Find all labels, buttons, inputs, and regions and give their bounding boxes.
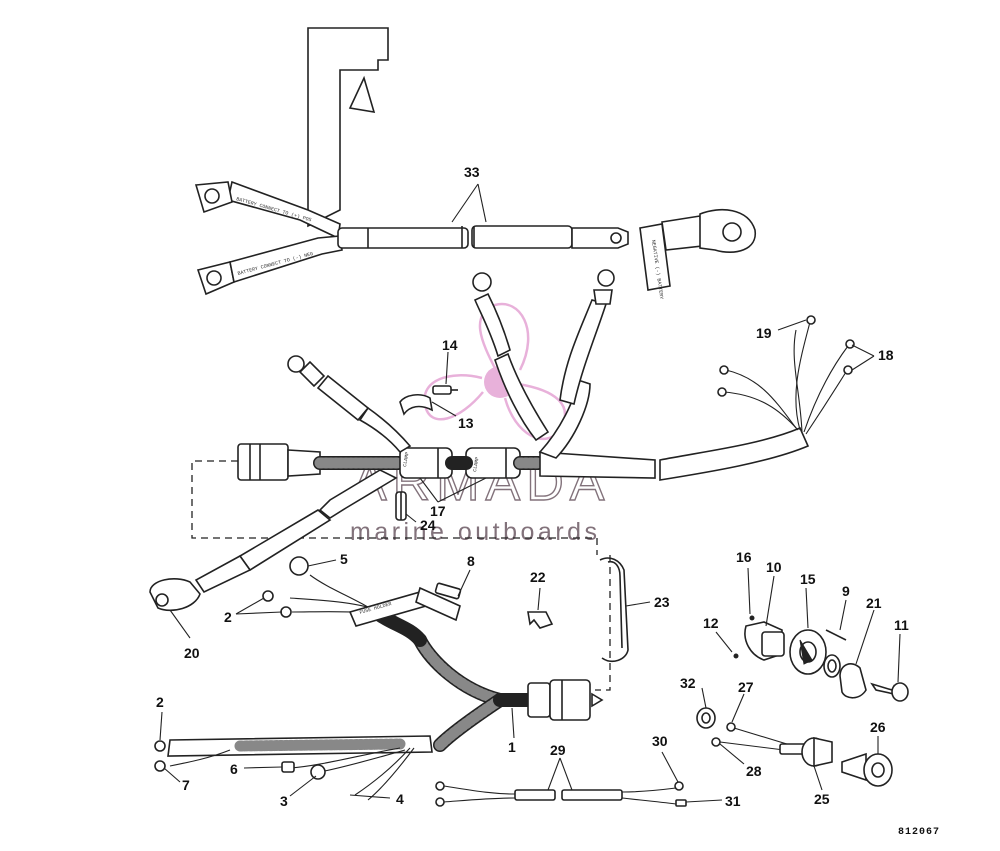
ring-terminal [196, 261, 235, 296]
callout-5: 5 [340, 551, 348, 567]
leader-lines [159, 183, 901, 803]
callout-3: 3 [280, 793, 288, 809]
ring-terminal [310, 764, 326, 780]
screw [432, 385, 458, 395]
callout-22: 22 [530, 569, 546, 585]
callout-23: 23 [654, 594, 670, 610]
cable-clip [399, 393, 434, 416]
callout-30: 30 [652, 733, 668, 749]
callout-2-lower: 2 [156, 694, 164, 710]
harness-plug [527, 682, 551, 718]
callout-25: 25 [814, 791, 830, 807]
callout-29: 29 [550, 742, 566, 758]
callout-10: 10 [766, 559, 782, 575]
callout-33: 33 [464, 164, 480, 180]
ring-terminal [806, 315, 816, 325]
callout-7: 7 [182, 777, 190, 793]
callout-1: 1 [508, 739, 516, 755]
nut [823, 654, 841, 678]
ring-terminal [726, 722, 736, 732]
callout-19: 19 [756, 325, 772, 341]
ignition-key-icon [870, 682, 909, 702]
connector-terminal [281, 761, 295, 773]
callout-20: 20 [184, 645, 200, 661]
callout-17: 17 [430, 503, 446, 519]
svg-text:CLAMP: CLAMP [472, 457, 481, 473]
callout-13: 13 [458, 415, 474, 431]
ring-terminal [280, 606, 292, 618]
ring-terminal [719, 365, 729, 375]
grommet [696, 707, 716, 729]
callout-12: 12 [703, 615, 719, 631]
watermark-tagline: marine outboards [350, 518, 601, 546]
clamp [527, 611, 554, 629]
callout-11: 11 [894, 617, 909, 633]
callout-6: 6 [230, 761, 238, 777]
ring-terminal [843, 365, 853, 375]
battery-ring-terminal [149, 578, 201, 612]
ring-terminal [154, 760, 166, 772]
key-holder [839, 663, 867, 699]
callout-24: 24 [420, 517, 436, 533]
ring-terminal [262, 590, 274, 602]
callout-15: 15 [800, 571, 816, 587]
callout-27: 27 [738, 679, 754, 695]
wire-fan [723, 321, 849, 435]
switch-housing [801, 737, 833, 767]
ring-terminal [472, 272, 492, 292]
harness-plug [237, 443, 289, 481]
callout-31: 31 [725, 793, 741, 809]
drawing-reference-number: 812067 [898, 827, 940, 838]
lower-wire-harness: FUSE HOLDER [154, 556, 604, 801]
ring-terminal [845, 339, 855, 349]
warning-triangle-icon [348, 75, 376, 113]
ring-terminal [194, 181, 233, 214]
ring-terminal [717, 387, 727, 397]
harness-bracket [599, 557, 629, 662]
ring-terminal [289, 556, 309, 576]
callout-26: 26 [870, 719, 886, 735]
ring-terminal [287, 355, 305, 373]
callout-labels: 33 14 13 17 19 18 24 5 8 22 23 2 20 1 2 … [156, 164, 909, 809]
callout-2-upper: 2 [224, 609, 232, 625]
callout-18: 18 [878, 347, 894, 363]
ring-terminal [154, 740, 166, 752]
ring-terminal [711, 737, 721, 747]
main-wire-harness: CLAMP CLAMP [149, 269, 855, 691]
ring-terminal [597, 269, 615, 287]
callout-8: 8 [467, 553, 475, 569]
emergency-stop-switch [841, 752, 893, 787]
svg-text:CLAMP: CLAMP [402, 452, 411, 468]
ignition-switch [733, 615, 785, 661]
callout-32: 32 [680, 675, 696, 691]
callout-28: 28 [746, 763, 762, 779]
callout-21: 21 [866, 595, 882, 611]
switch-cover [789, 629, 827, 675]
battery-clamp-terminal [699, 208, 756, 253]
callout-14: 14 [442, 337, 458, 353]
spacer [395, 491, 407, 521]
jumper-lead [435, 781, 687, 807]
callout-16: 16 [736, 549, 752, 565]
callout-9: 9 [842, 583, 850, 599]
callout-4: 4 [396, 791, 404, 807]
screw [825, 629, 847, 641]
